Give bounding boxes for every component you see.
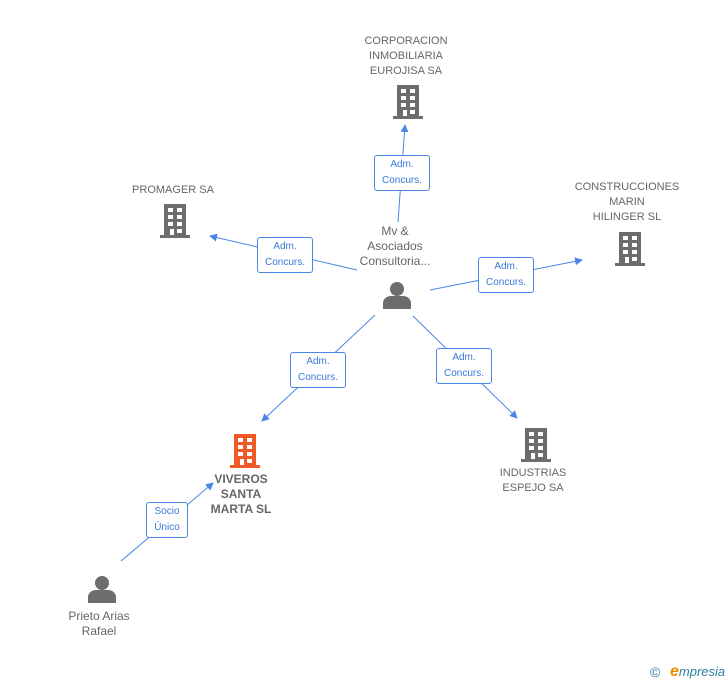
edge-label-line: Concurs. bbox=[443, 368, 484, 379]
label-line: Consultoria... bbox=[359, 254, 431, 268]
building-icon-highlighted[interactable] bbox=[230, 434, 260, 468]
label-line: Rafael bbox=[81, 624, 117, 638]
label-line: EUROJISA SA bbox=[369, 65, 443, 77]
edge-label-line: Adm. bbox=[390, 159, 414, 170]
label-line: MARIN bbox=[609, 196, 645, 208]
label-line: Mv & bbox=[381, 224, 409, 238]
building-icon[interactable] bbox=[521, 428, 551, 462]
label-line: SANTA bbox=[220, 487, 262, 501]
label-line: VIVEROS bbox=[214, 472, 268, 486]
node-label-industrias[interactable]: INDUSTRIAS ESPEJO SA bbox=[500, 466, 567, 496]
empresia-logo[interactable]: empresia bbox=[670, 663, 725, 681]
edge-label-line: Único bbox=[154, 522, 180, 533]
label-line: CORPORACION bbox=[364, 35, 448, 47]
edge-label-line: Socio bbox=[154, 506, 180, 517]
edge-label-line: Adm. bbox=[306, 356, 330, 367]
edge-label-corporacion[interactable]: Adm. Concurs. bbox=[374, 155, 430, 191]
copyright-icon: © bbox=[650, 664, 661, 680]
label-line: HILINGER SL bbox=[592, 211, 662, 223]
label-line: CONSTRUCCIONES bbox=[574, 181, 680, 193]
edge-label-line: Adm. bbox=[494, 261, 518, 272]
edge-label-viveros[interactable]: Adm. Concurs. bbox=[290, 352, 346, 388]
node-label-corporacion[interactable]: CORPORACION INMOBILIARIA EUROJISA SA bbox=[364, 34, 447, 79]
person-icon[interactable] bbox=[383, 281, 411, 309]
building-icon[interactable] bbox=[615, 232, 645, 266]
logo-rest: mpresia bbox=[678, 664, 726, 679]
label-line: INMOBILIARIA bbox=[369, 50, 443, 62]
edge-label-construcciones[interactable]: Adm. Concurs. bbox=[478, 257, 534, 293]
building-icon[interactable] bbox=[160, 204, 190, 238]
label-line: Prieto Arias bbox=[68, 609, 130, 623]
label-line: PROMAGER SA bbox=[132, 184, 214, 196]
label-line: INDUSTRIAS bbox=[499, 467, 567, 479]
person-icon[interactable] bbox=[88, 575, 116, 603]
edge-label-line: Concurs. bbox=[485, 277, 526, 288]
building-icon[interactable] bbox=[393, 85, 423, 119]
edge-label-line: Adm. bbox=[273, 241, 297, 252]
label-line: Asociados bbox=[367, 239, 423, 253]
logo-initial: e bbox=[670, 663, 679, 680]
node-label-construcciones[interactable]: CONSTRUCCIONES MARIN HILINGER SL bbox=[575, 180, 680, 225]
node-label-promager[interactable]: PROMAGER SA bbox=[132, 183, 214, 198]
edge-label-line: Adm. bbox=[452, 352, 476, 363]
label-line: ESPEJO SA bbox=[502, 482, 564, 494]
edge-label-line: Concurs. bbox=[297, 372, 338, 383]
edge-label-line: Concurs. bbox=[264, 257, 305, 268]
edge-label-promager[interactable]: Adm. Concurs. bbox=[257, 237, 313, 273]
label-line: MARTA SL bbox=[210, 502, 272, 516]
edge-label-line: Concurs. bbox=[381, 175, 422, 186]
edge-label-industrias[interactable]: Adm. Concurs. bbox=[436, 348, 492, 384]
